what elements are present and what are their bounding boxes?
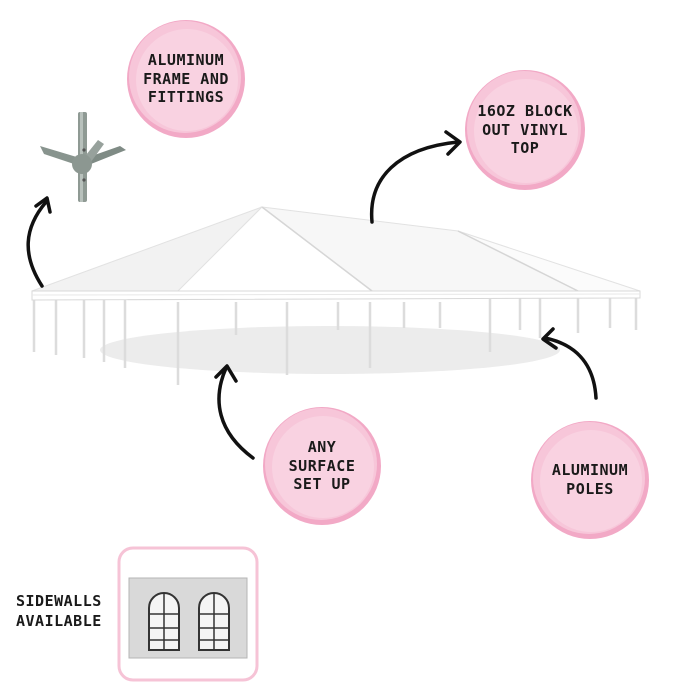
arrow-to-poles	[543, 336, 598, 400]
tent-roof	[31, 206, 641, 301]
tent-poles	[32, 294, 638, 385]
pink-circle-icon	[127, 20, 245, 138]
badge-vinyl-top-text: 16OZ BLOCK OUT VINYL TOP	[477, 101, 573, 158]
badge-frame-fittings: ALUMINUM FRAME AND FITTINGS	[124, 17, 248, 141]
arrow-to-fitting	[26, 200, 48, 288]
badge-aluminum-poles-text: ALUMINUM POLES	[551, 461, 629, 498]
arched-window-icon	[198, 592, 230, 651]
pink-circle-icon	[531, 421, 649, 539]
arched-window-icon	[148, 592, 180, 651]
badge-any-surface-text: ANY SURFACE SET UP	[288, 437, 356, 494]
arrows	[26, 130, 598, 460]
pink-circle-icon	[263, 407, 381, 525]
badge-vinyl-top: 16OZ BLOCK OUT VINYL TOP	[462, 67, 588, 193]
aluminum-fitting-icon	[40, 112, 126, 202]
badge-aluminum-poles: ALUMINUM POLES	[528, 418, 652, 542]
arrow-to-surface	[217, 366, 255, 460]
pink-circle-icon	[465, 70, 585, 190]
sidewall-window-image	[117, 546, 259, 682]
badge-frame-fittings-text: ALUMINUM FRAME AND FITTINGS	[143, 50, 229, 107]
badge-any-surface: ANY SURFACE SET UP	[260, 404, 384, 528]
ground-shadow	[100, 326, 560, 374]
arrow-to-top	[369, 140, 460, 224]
sidewalls-label: SIDEWALLS AVAILABLE	[16, 592, 102, 630]
